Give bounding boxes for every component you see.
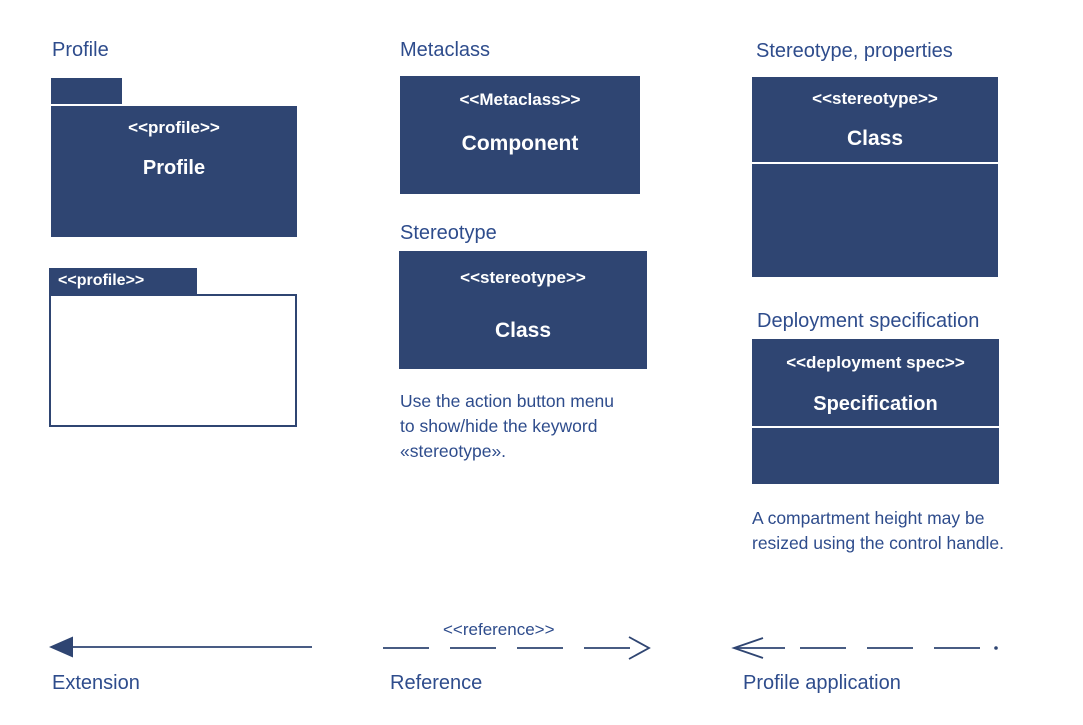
deployment-spec-note: A compartment height may be resized usin…	[752, 506, 1004, 556]
profile-application-end-dot	[994, 646, 998, 650]
deployment-note-line2: resized using the control handle.	[752, 533, 1004, 553]
deployment-spec-keyword-text: <<deployment spec>>	[786, 353, 965, 372]
profile-keyword-text: <<profile>>	[128, 118, 220, 137]
empty-profile-folder-tab[interactable]: <<profile>>	[49, 268, 197, 294]
stereotype-properties-name-text: Class	[846, 127, 904, 150]
empty-profile-keyword-text: <<profile>>	[58, 272, 145, 289]
stereotype-properties-keyword-text: <<stereotype>>	[812, 89, 938, 108]
stereotype-note-line1: Use the action button menu	[400, 391, 615, 411]
section-title-deployment-specification: Deployment specification	[757, 310, 980, 332]
profile-application-connector[interactable]	[730, 634, 1002, 662]
stereotype-note-line3: «stereotype».	[400, 441, 507, 461]
profile-folder-shape[interactable]: <<profile>> Profile	[51, 106, 297, 237]
empty-profile-folder-body[interactable]	[49, 294, 297, 427]
metaclass-keyword-text: <<Metaclass>>	[459, 90, 581, 109]
stereotype-note: Use the action button menu to show/hide …	[400, 389, 614, 464]
metaclass-shape[interactable]: <<Metaclass>> Component	[400, 76, 640, 194]
deployment-spec-name-text: Specification	[813, 393, 938, 415]
extension-filled-arrowhead-icon	[49, 636, 73, 658]
reference-open-arrowhead-icon	[628, 636, 651, 660]
profile-application-label: Profile application	[743, 672, 901, 694]
reference-keyword-text: <<reference>>	[443, 620, 555, 639]
stereotype-properties-shape[interactable]: <<stereotype>> Class	[752, 77, 998, 277]
extension-label: Extension	[52, 672, 140, 694]
compartment-divider	[752, 162, 998, 164]
stereotype-note-line2: to show/hide the keyword	[400, 416, 598, 436]
profile-name-text: Profile	[142, 157, 206, 179]
deployment-note-line1: A compartment height may be	[752, 508, 985, 528]
reference-connector[interactable]	[380, 634, 656, 662]
reference-label: Reference	[390, 672, 483, 694]
deployment-specification-shape[interactable]: <<deployment spec>> Specification	[752, 339, 999, 484]
deployment-spec-empty-compartment[interactable]	[752, 428, 999, 484]
stereotype-properties-empty-compartment[interactable]	[752, 164, 998, 277]
section-title-stereotype-properties: Stereotype, properties	[756, 40, 953, 62]
stereotype-keyword-text: <<stereotype>>	[460, 268, 586, 287]
metaclass-name-text: Component	[461, 132, 579, 155]
section-title-stereotype: Stereotype	[400, 222, 497, 244]
stereotype-name-text: Class	[494, 319, 552, 342]
stereotype-properties-top-compartment: <<stereotype>> Class	[752, 77, 998, 162]
extension-connector[interactable]	[45, 630, 320, 660]
section-title-profile: Profile	[52, 39, 109, 61]
profile-folder-tab[interactable]	[51, 78, 122, 104]
deployment-spec-top-compartment: <<deployment spec>> Specification	[752, 339, 999, 426]
section-title-metaclass: Metaclass	[400, 39, 491, 61]
compartment-divider	[752, 426, 999, 428]
stereotype-shape[interactable]: <<stereotype>> Class	[399, 251, 647, 369]
